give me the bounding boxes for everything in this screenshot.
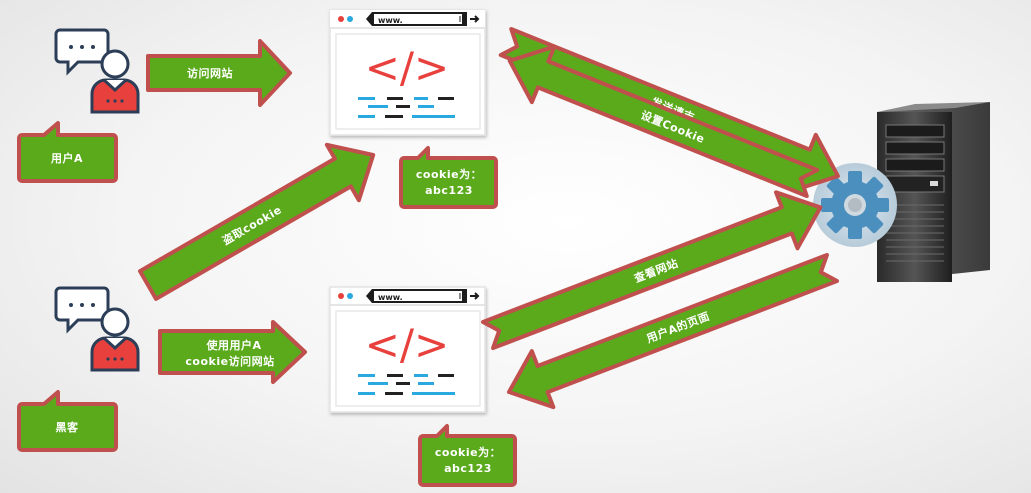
gear-icon	[813, 163, 897, 247]
arrow-steal-cookie: 盗取cookie	[138, 142, 376, 301]
person-icon	[90, 307, 140, 372]
arrow-view-site: 查看网站	[480, 190, 823, 351]
arrow-label-line2: cookie访问网站	[185, 354, 274, 368]
speech-bubble-icon	[54, 28, 110, 76]
arrow-hacker-visit: 使用用户A cookie访问网站	[158, 320, 307, 384]
cookie-note-line2: abc123	[444, 462, 492, 475]
arrow-user-visit: 访问网站	[146, 39, 292, 107]
speech-bubble-icon	[54, 286, 110, 334]
browser-bottom: www. </>	[329, 286, 486, 413]
arrow-set-cookie: 设置Cookie	[507, 44, 820, 198]
user-label: 用户A	[51, 151, 83, 165]
hacker-label: 黑客	[56, 420, 79, 434]
code-symbol: </>	[365, 320, 450, 369]
user-actor	[54, 28, 140, 114]
cookie-note-bottom: cookie为： abc123	[418, 424, 517, 487]
arrow-label-line1: 使用用户A	[205, 338, 261, 352]
person-icon	[90, 49, 140, 114]
url-text: www.	[378, 293, 403, 302]
cookie-note-top: cookie为： abc123	[399, 146, 498, 209]
cookie-note-line1: cookie为：	[416, 167, 482, 181]
cookie-note-line1: cookie为：	[435, 445, 501, 459]
code-symbol: </>	[365, 43, 450, 92]
hacker-label-callout: 黑客	[17, 390, 118, 452]
hacker-actor	[54, 286, 140, 372]
cookie-note-line2: abc123	[425, 184, 473, 197]
url-text: www.	[378, 16, 403, 25]
browser-top: www. </>	[329, 9, 486, 136]
browser-icon: www. </>	[329, 286, 486, 413]
user-label-callout: 用户A	[17, 121, 118, 183]
browser-icon: www. </>	[329, 9, 486, 136]
arrow-label: 访问网站	[187, 66, 233, 80]
